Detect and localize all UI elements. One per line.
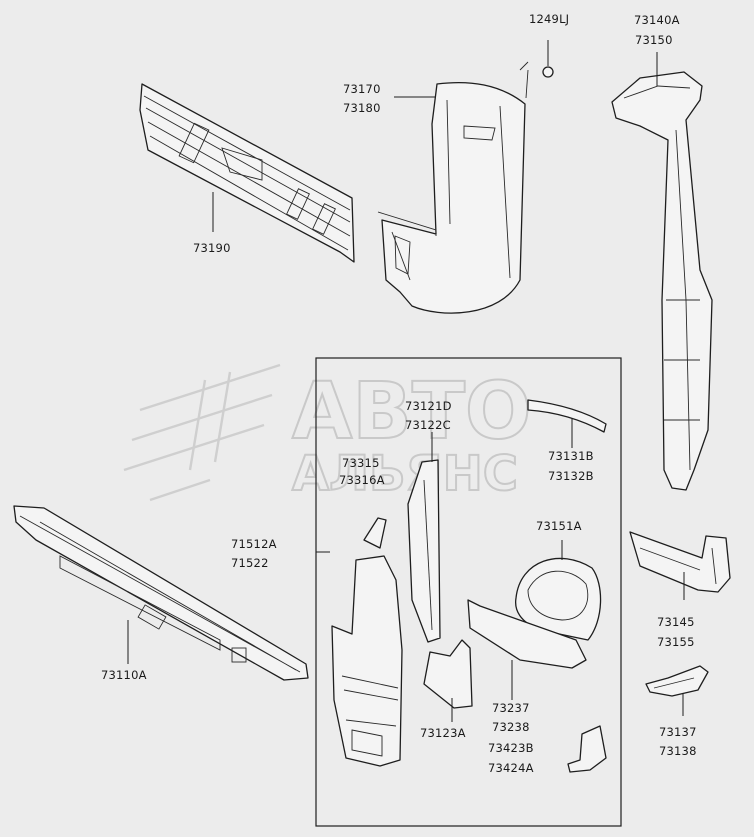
subassembly-frame <box>315 357 622 827</box>
label-73155: 73155 <box>657 635 695 649</box>
label-73424a: 73424A <box>488 761 534 775</box>
part-71512-pillar <box>331 517 403 767</box>
part-73137-plate <box>645 665 709 697</box>
callout-labels: 1249LJ 73140A 73150 73170 73180 73190 73… <box>101 12 697 775</box>
part-73170-trim <box>377 61 529 314</box>
label-73180: 73180 <box>343 101 381 115</box>
part-73423-bracket <box>567 725 607 773</box>
label-1249lj: 1249LJ <box>529 12 569 26</box>
label-73423b: 73423B <box>488 741 534 755</box>
label-73316a: 73316A <box>339 473 385 487</box>
part-73151-housing <box>467 557 602 669</box>
label-73190: 73190 <box>193 241 231 255</box>
label-73138: 73138 <box>659 744 697 758</box>
watermark-line2: АЛЬЯНС <box>292 446 518 502</box>
part-1249-clip <box>542 40 554 78</box>
label-73123a: 73123A <box>420 726 466 740</box>
label-73237: 73237 <box>492 701 530 715</box>
label-73137: 73137 <box>659 725 697 739</box>
watermark-logo: АВТО АЛЬЯНС <box>123 363 532 503</box>
label-73238: 73238 <box>492 720 530 734</box>
label-73151a: 73151A <box>536 519 582 533</box>
label-71522: 71522 <box>231 556 269 570</box>
label-73131b: 73131B <box>548 449 594 463</box>
label-71512a: 71512A <box>231 537 277 551</box>
part-73140-pillar <box>611 71 713 491</box>
label-73315: 73315 <box>342 456 380 470</box>
part-73121-strip <box>407 459 441 643</box>
label-73140a: 73140A <box>634 13 680 27</box>
label-73150: 73150 <box>635 33 673 47</box>
label-73121d: 73121D <box>405 399 452 413</box>
part-73123-piece <box>423 639 473 709</box>
watermark-line1: АВТО <box>292 367 531 457</box>
part-73190-panel <box>139 83 355 263</box>
label-73132b: 73132B <box>548 469 594 483</box>
part-73110-member <box>13 505 309 681</box>
label-73122c: 73122C <box>405 418 451 432</box>
label-73170: 73170 <box>343 82 381 96</box>
label-73110a: 73110A <box>101 668 147 682</box>
label-73145: 73145 <box>657 615 695 629</box>
part-73145-bracket <box>629 531 731 593</box>
part-73131-arc <box>527 399 607 433</box>
